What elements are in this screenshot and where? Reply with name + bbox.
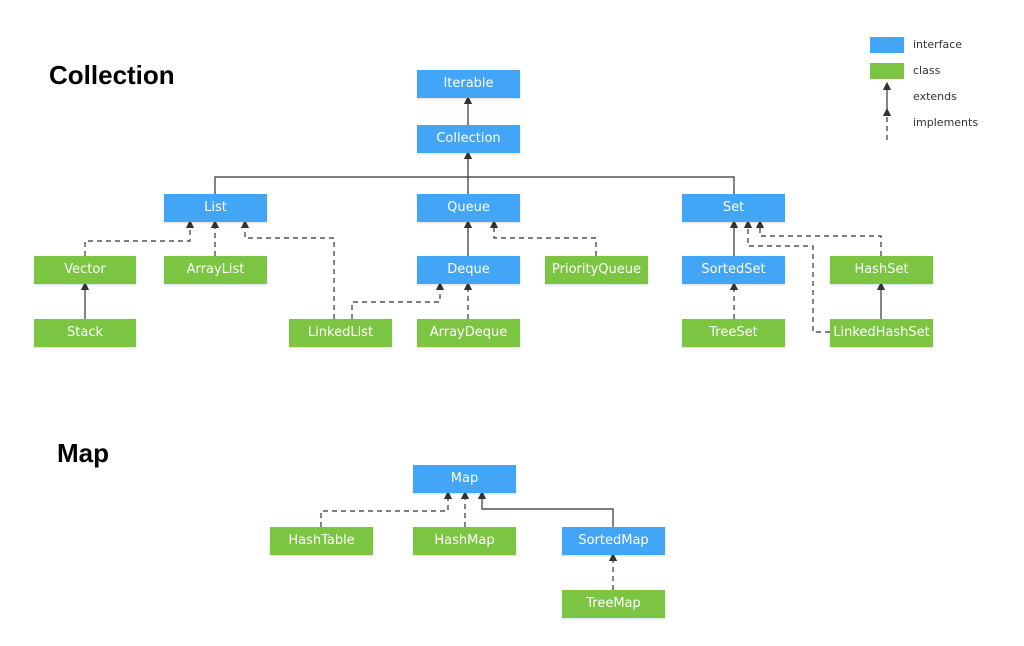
node-set: Set (682, 194, 785, 222)
edge-priorityqueue-queue (489, 219, 597, 256)
map-section-title: Map (57, 438, 109, 468)
legend-class-label: class (913, 64, 941, 77)
node-arraydeque: ArrayDeque (417, 319, 520, 347)
node-hashset: HashSet (830, 256, 933, 284)
node-stack: Stack (34, 319, 136, 347)
edge-linkedlist-deque (351, 281, 445, 319)
node-treemap: TreeMap (562, 590, 665, 618)
edge-hashset-set (755, 219, 882, 256)
node-sortedmap: SortedMap (562, 527, 665, 555)
node-linkedhashset: LinkedHashSet (830, 319, 933, 347)
node-queue: Queue (417, 194, 520, 222)
node-iterable: Iterable (417, 70, 520, 98)
node-treeset: TreeSet (682, 319, 785, 347)
node-list: List (164, 194, 267, 222)
legend-interface-swatch (870, 37, 904, 53)
legend-class-swatch (870, 63, 904, 79)
node-vector: Vector (34, 256, 136, 284)
edge-sortedmap-map (477, 490, 614, 527)
node-hashmap: HashMap (413, 527, 516, 555)
node-hashtable: HashTable (270, 527, 373, 555)
legend-extends-label: extends (913, 90, 957, 103)
node-map: Map (413, 465, 516, 493)
node-deque: Deque (417, 256, 520, 284)
node-arraylist: ArrayList (164, 256, 267, 284)
node-sortedset: SortedSet (682, 256, 785, 284)
edge-hashtable-map (320, 490, 453, 527)
legend-interface-label: interface (913, 38, 963, 51)
edge-linkedhashset-set (743, 219, 830, 333)
edge-list-set-bus (214, 176, 735, 194)
collection-section-title: Collection (49, 60, 175, 90)
edge-linkedlist-list (240, 219, 335, 319)
node-linkedlist: LinkedList (289, 319, 392, 347)
legend-implements-label: implements (913, 116, 979, 129)
node-collection: Collection (417, 125, 520, 153)
edge-vector-list (84, 219, 195, 256)
node-priorityqueue: PriorityQueue (545, 256, 648, 284)
